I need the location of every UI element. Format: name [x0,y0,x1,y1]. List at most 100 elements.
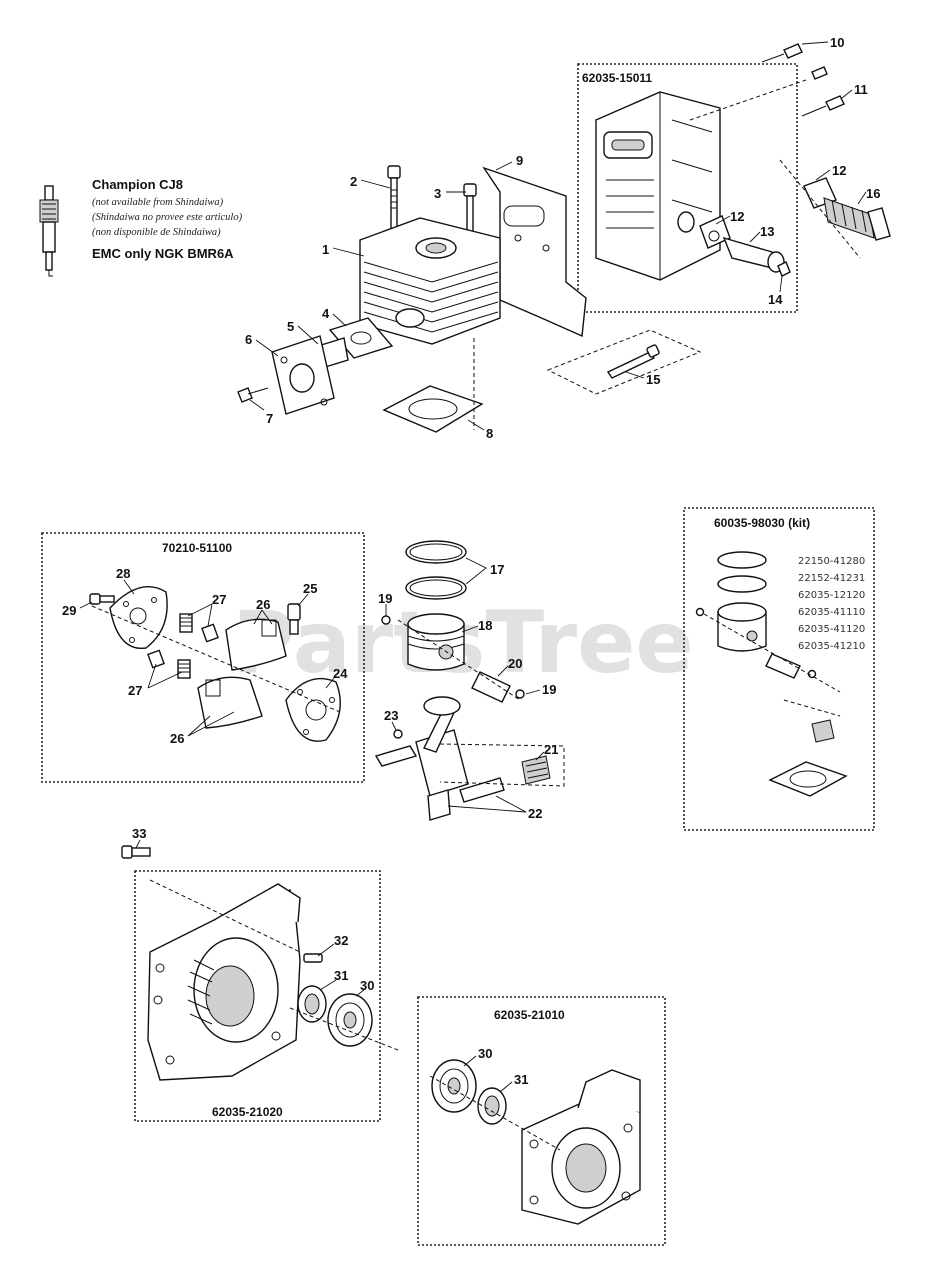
crankcase-b-box [417,996,666,1246]
piston-kit-part-5: 62035-41120 [798,624,865,635]
callout-1: 1 [322,242,329,257]
leader-29 [79,601,93,609]
leader-22 [447,795,527,813]
spark-plug-icon [39,185,59,277]
bearing-21 [521,755,551,785]
callout-3: 3 [434,186,441,201]
piston-kit-pin [765,653,817,679]
muffler-bolt-15 [606,344,660,379]
piston-kit-part-2: 22152-41231 [798,573,865,584]
crankcase-a-box [134,870,381,1122]
leader-13 [749,231,761,243]
spark-plug-note-line2: (Shindaiwa no provee este articulo) [92,212,243,223]
leader-6 [255,339,279,357]
callout-27b: 27 [128,683,142,698]
crankcase-b-number: 62035-21010 [494,1008,565,1022]
callout-26b: 26 [170,731,184,746]
piston-rings-17 [405,540,467,600]
callout-21: 21 [544,742,558,757]
leader-27b [147,663,183,689]
callout-8: 8 [486,426,493,441]
leader-8 [467,419,485,431]
clutch-bolt-25 [287,603,301,635]
callout-19b: 19 [542,682,556,697]
spark-plug-note-line3: (non disponible de Shindaiwa) [92,227,221,238]
piston-kit-guide-2 [783,699,841,717]
callout-9: 9 [516,153,523,168]
leader-11 [841,89,853,99]
crankcase-a-guide-2 [289,1007,399,1051]
leader-7 [249,399,265,411]
muffler-kit-number: 62035-15011 [582,71,652,85]
spark-plug-note-line1: (not available from Shindaiwa) [92,197,224,208]
exhaust-gasket-12 [699,215,731,249]
callout-25: 25 [303,581,317,596]
leader-4 [332,313,347,327]
piston-clip-19a [381,615,391,625]
piston-kit-number: 60035-98030 (kit) [714,516,810,530]
leader-24 [325,677,335,689]
leader-12b [815,169,831,181]
leader-17 [465,557,487,585]
crankcase-half-a [147,883,301,1081]
leader-23 [391,721,397,731]
spark-arrestor-16 [823,197,891,241]
callout-17: 17 [490,562,504,577]
callout-29: 29 [62,603,76,618]
crankcase-half-b [521,1069,641,1225]
piston-pin-20 [471,671,511,703]
crankshaft-22 [374,696,505,821]
leader-18 [461,625,479,633]
callout-33: 33 [132,826,146,841]
leader-26a [253,609,273,625]
clutch-plate-28 [109,585,168,649]
piston-kit-gasket [768,761,848,797]
leader-1 [332,247,365,257]
leader-10 [801,41,829,45]
piston-kit-rings [717,551,767,593]
clutch-shoe-26b [197,676,263,729]
clutch-spring-27b [147,649,191,679]
callout-31a: 31 [334,968,348,983]
callout-30b: 30 [478,1046,492,1061]
muffler-kit-box [577,63,798,313]
callout-23: 23 [384,708,398,723]
cylinder-bolt-2 [387,165,401,235]
leader-15 [625,371,645,379]
piston-kit-guide [703,613,841,693]
callout-12b: 12 [832,163,846,178]
needle-bearing-23 [393,729,403,739]
intake-manifold-6 [271,335,335,415]
callout-30a: 30 [360,978,374,993]
callout-19a: 19 [378,591,392,606]
clutch-kit-box [41,532,365,783]
callout-11: 11 [854,82,868,97]
leader-12a [715,215,731,225]
piston-kit-part-1: 22150-41280 [798,556,865,567]
callout-32: 32 [334,933,348,948]
callout-14: 14 [768,292,783,307]
piston-18 [407,613,465,671]
callout-7: 7 [266,411,273,426]
clutch-bolt-29 [89,593,115,605]
piston-kit-parts-list: 22150-41280 22152-41231 62035-12120 6203… [798,556,865,652]
leader-28 [123,579,135,595]
callout-16: 16 [866,186,880,201]
callout-4: 4 [322,306,330,321]
leader-5 [297,325,319,345]
callout-6: 6 [245,332,252,347]
callout-28: 28 [116,566,130,581]
clutch-spring-27a [179,613,219,643]
callout-27a: 27 [212,592,226,607]
callout-18: 18 [478,618,492,633]
leader-2 [360,179,391,189]
leader-19b [525,689,541,695]
arrestor-guide-line [779,159,861,259]
callout-31b: 31 [514,1072,528,1087]
callout-12a: 12 [730,209,744,224]
leader-32 [317,943,335,957]
callout-10: 10 [830,35,844,50]
callout-26a: 26 [256,597,270,612]
callout-13: 13 [760,224,774,239]
